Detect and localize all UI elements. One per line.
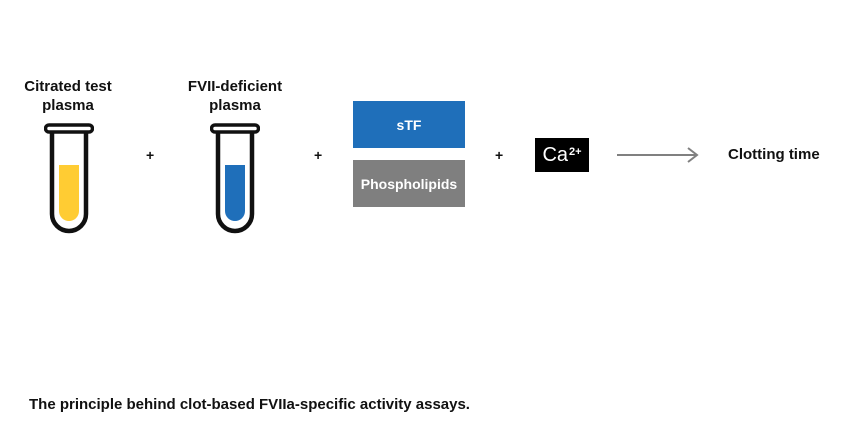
test-tube-rim xyxy=(210,123,260,134)
fvii-deficient-plasma-liquid xyxy=(225,165,245,221)
fvii-deficient-plasma-label-text: FVII-deficient plasma xyxy=(187,78,283,114)
figure-caption: The principle behind clot-based FVIIa-sp… xyxy=(29,396,470,413)
test-plasma-tube-icon xyxy=(44,123,94,234)
test-tube-outline xyxy=(215,132,255,234)
phospholipids-label: Phospholipids xyxy=(360,175,458,192)
fvii-deficient-plasma-label: FVII-deficient plasma xyxy=(175,77,295,115)
fvii-deficient-plasma-tube-icon xyxy=(210,123,260,234)
test-plasma-label: Citrated test plasma xyxy=(8,77,128,115)
calcium-charge: 2+ xyxy=(569,146,582,158)
test-tube-outline xyxy=(49,132,89,234)
test-plasma-liquid xyxy=(59,165,79,221)
plus-operator: + xyxy=(495,147,504,163)
plus-operator: + xyxy=(314,147,323,163)
stf-label: sTF xyxy=(396,116,422,133)
arrow-right-icon xyxy=(617,147,699,163)
stf-reagent-box: sTF xyxy=(353,101,465,148)
clotting-time-label: Clotting time xyxy=(728,146,820,163)
phospholipids-reagent-box: Phospholipids xyxy=(353,160,465,207)
plus-operator: + xyxy=(146,147,155,163)
test-tube-rim xyxy=(44,123,94,134)
arrow-head xyxy=(687,147,699,163)
test-plasma-label-text: Citrated test plasma xyxy=(24,78,112,114)
calcium-symbol: Ca xyxy=(542,143,569,166)
